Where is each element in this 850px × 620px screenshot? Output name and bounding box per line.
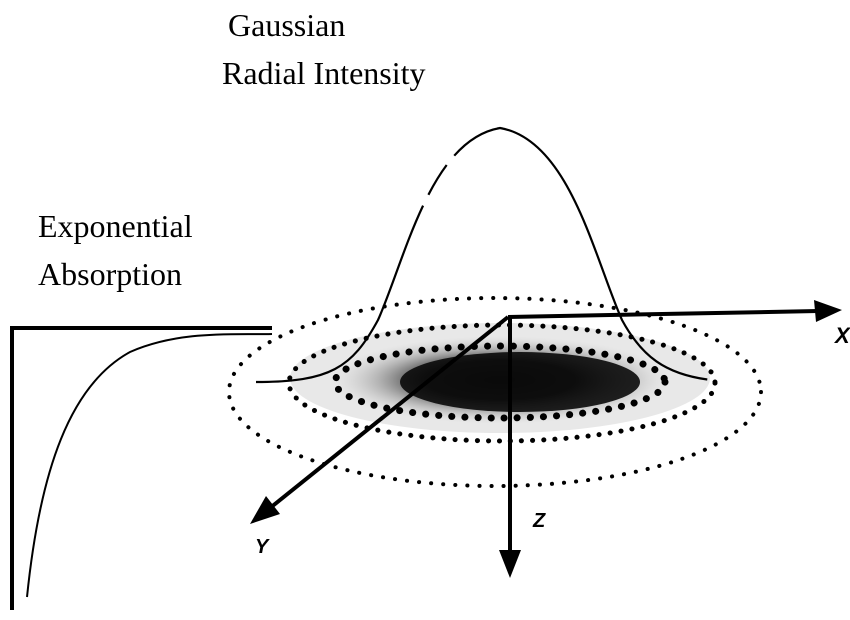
absorption-frame (10, 326, 272, 610)
x-axis-arrowhead (814, 300, 842, 322)
spot-inner (400, 352, 640, 412)
x-axis-label: X (833, 323, 850, 348)
y-axis-label: Y (255, 536, 270, 558)
axes (250, 300, 842, 578)
gaussian-label-line1: Gaussian (228, 7, 345, 43)
absorption-curve (26, 333, 273, 598)
exponential-absorption-plot (10, 326, 273, 610)
y-axis-line (268, 315, 510, 510)
exponential-label-line2: Absorption (38, 256, 182, 292)
gaussian-label-line2: Radial Intensity (222, 55, 426, 91)
contour-rings (227, 296, 763, 488)
z-axis-arrowhead (499, 550, 521, 578)
middle-ring (286, 322, 718, 444)
exponential-label-line1: Exponential (38, 208, 193, 244)
inner-ring (331, 342, 669, 422)
x-axis-line (507, 309, 819, 319)
y-axis-arrowhead (250, 496, 280, 524)
beam-spot (290, 323, 710, 433)
gaussian-curve (255, 126, 751, 384)
outer-ring (227, 296, 763, 488)
z-axis-label: Z (532, 510, 546, 532)
